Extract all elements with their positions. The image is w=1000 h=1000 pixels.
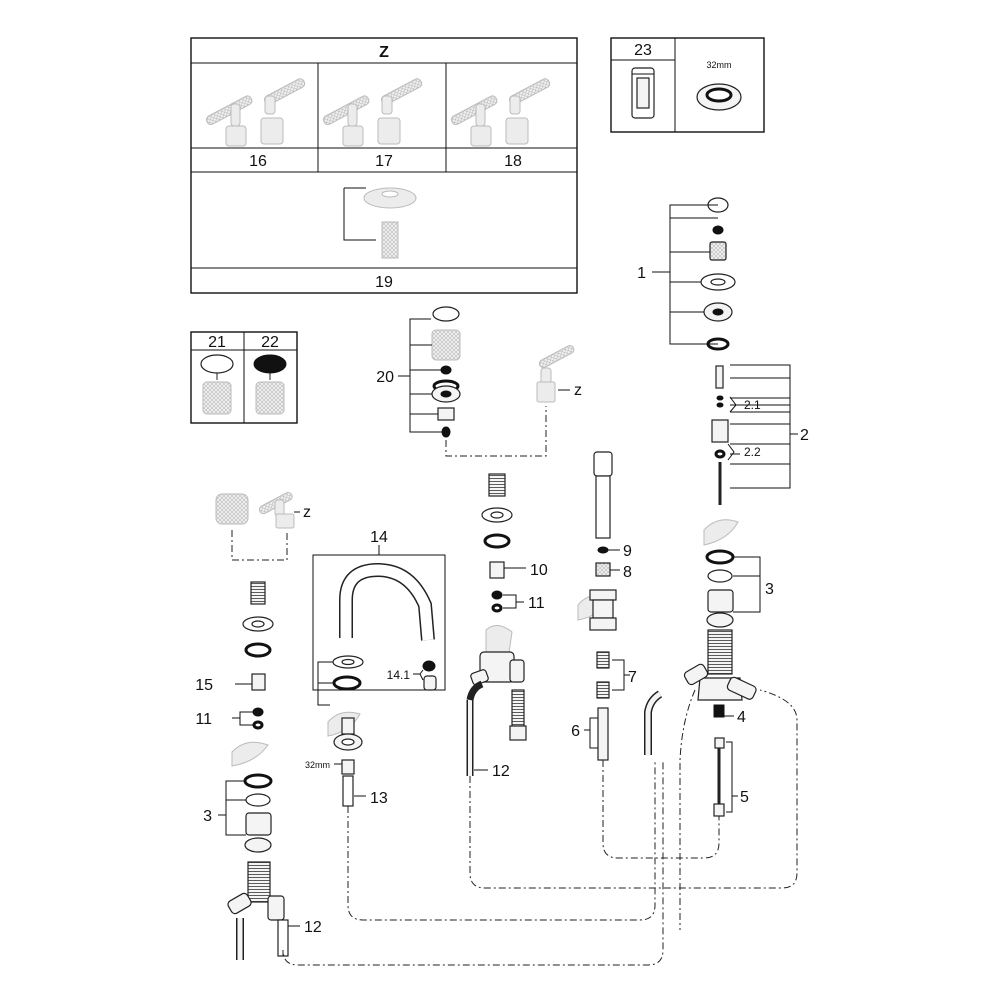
callout-12-center: 12 <box>492 763 510 780</box>
left-valve-stack: z 15 11 3 12 <box>195 492 322 960</box>
callout-10: 10 <box>530 562 548 579</box>
lever-set-18: 18 <box>449 76 552 170</box>
flange-label: 19 <box>375 274 393 291</box>
kit-title: Z <box>379 44 389 61</box>
cap-label-22: 22 <box>261 334 279 351</box>
set-label-18: 18 <box>504 153 522 170</box>
callout-1: 1 <box>637 265 646 282</box>
z-left: z <box>303 504 311 521</box>
callout-3-left: 3 <box>203 808 212 825</box>
cap-label-21: 21 <box>208 334 226 351</box>
set-label-16: 16 <box>249 153 267 170</box>
spout-icon <box>339 562 435 641</box>
right-valve-stack: 1 2.1 2.2 2 3 <box>637 197 809 817</box>
callout-9: 9 <box>623 543 632 560</box>
lever-set-17: 17 <box>321 76 424 170</box>
connection-lines <box>282 689 798 966</box>
callout-2-2: 2.2 <box>744 445 761 459</box>
wrench-socket-icon <box>631 67 655 119</box>
callout-5: 5 <box>740 789 749 806</box>
hand-shower-assembly: 9 8 7 6 <box>571 451 637 761</box>
callout-11-center: 11 <box>528 595 545 612</box>
z-center: z <box>574 382 582 399</box>
callout-20: 20 <box>376 369 394 386</box>
caps-box: 21 22 <box>190 331 298 424</box>
callout-8: 8 <box>623 564 632 581</box>
callout-14-1: 14.1 <box>387 668 411 682</box>
spout-assembly: 14 14.1 32mm 13 <box>305 529 446 807</box>
callout-4: 4 <box>737 709 746 726</box>
hand-shower-icon <box>593 451 613 539</box>
tool-number: 23 <box>634 42 652 59</box>
callout-15: 15 <box>195 677 213 694</box>
nut-ring-icon <box>696 83 742 111</box>
callout-3-right: 3 <box>765 581 774 598</box>
lever-handle-icon-left <box>258 492 295 529</box>
kit-box-z: Z 16 17 18 19 <box>190 37 578 294</box>
callout-13: 13 <box>370 790 388 807</box>
set-label-17: 17 <box>375 153 393 170</box>
tool-size: 32mm <box>706 60 731 70</box>
callout-14: 14 <box>370 529 388 546</box>
callout-12-left: 12 <box>304 919 322 936</box>
callout-2-1: 2.1 <box>744 398 761 412</box>
callout-11-left: 11 <box>195 711 212 728</box>
spout-size: 32mm <box>305 760 330 770</box>
cap-black-icon <box>253 354 287 415</box>
lever-set-16: 16 <box>204 76 307 170</box>
callout-2: 2 <box>800 427 809 444</box>
cap-white-icon <box>200 354 234 415</box>
callout-7: 7 <box>628 669 637 686</box>
tool-box-23: 23 32mm <box>610 37 765 133</box>
center-valve-stack: 20 z 10 11 12 <box>376 306 582 780</box>
flange-kit-19: 19 <box>343 187 417 291</box>
knurled-knob-icon <box>215 493 249 525</box>
lever-handle-icon <box>536 345 575 403</box>
callout-6: 6 <box>571 723 580 740</box>
